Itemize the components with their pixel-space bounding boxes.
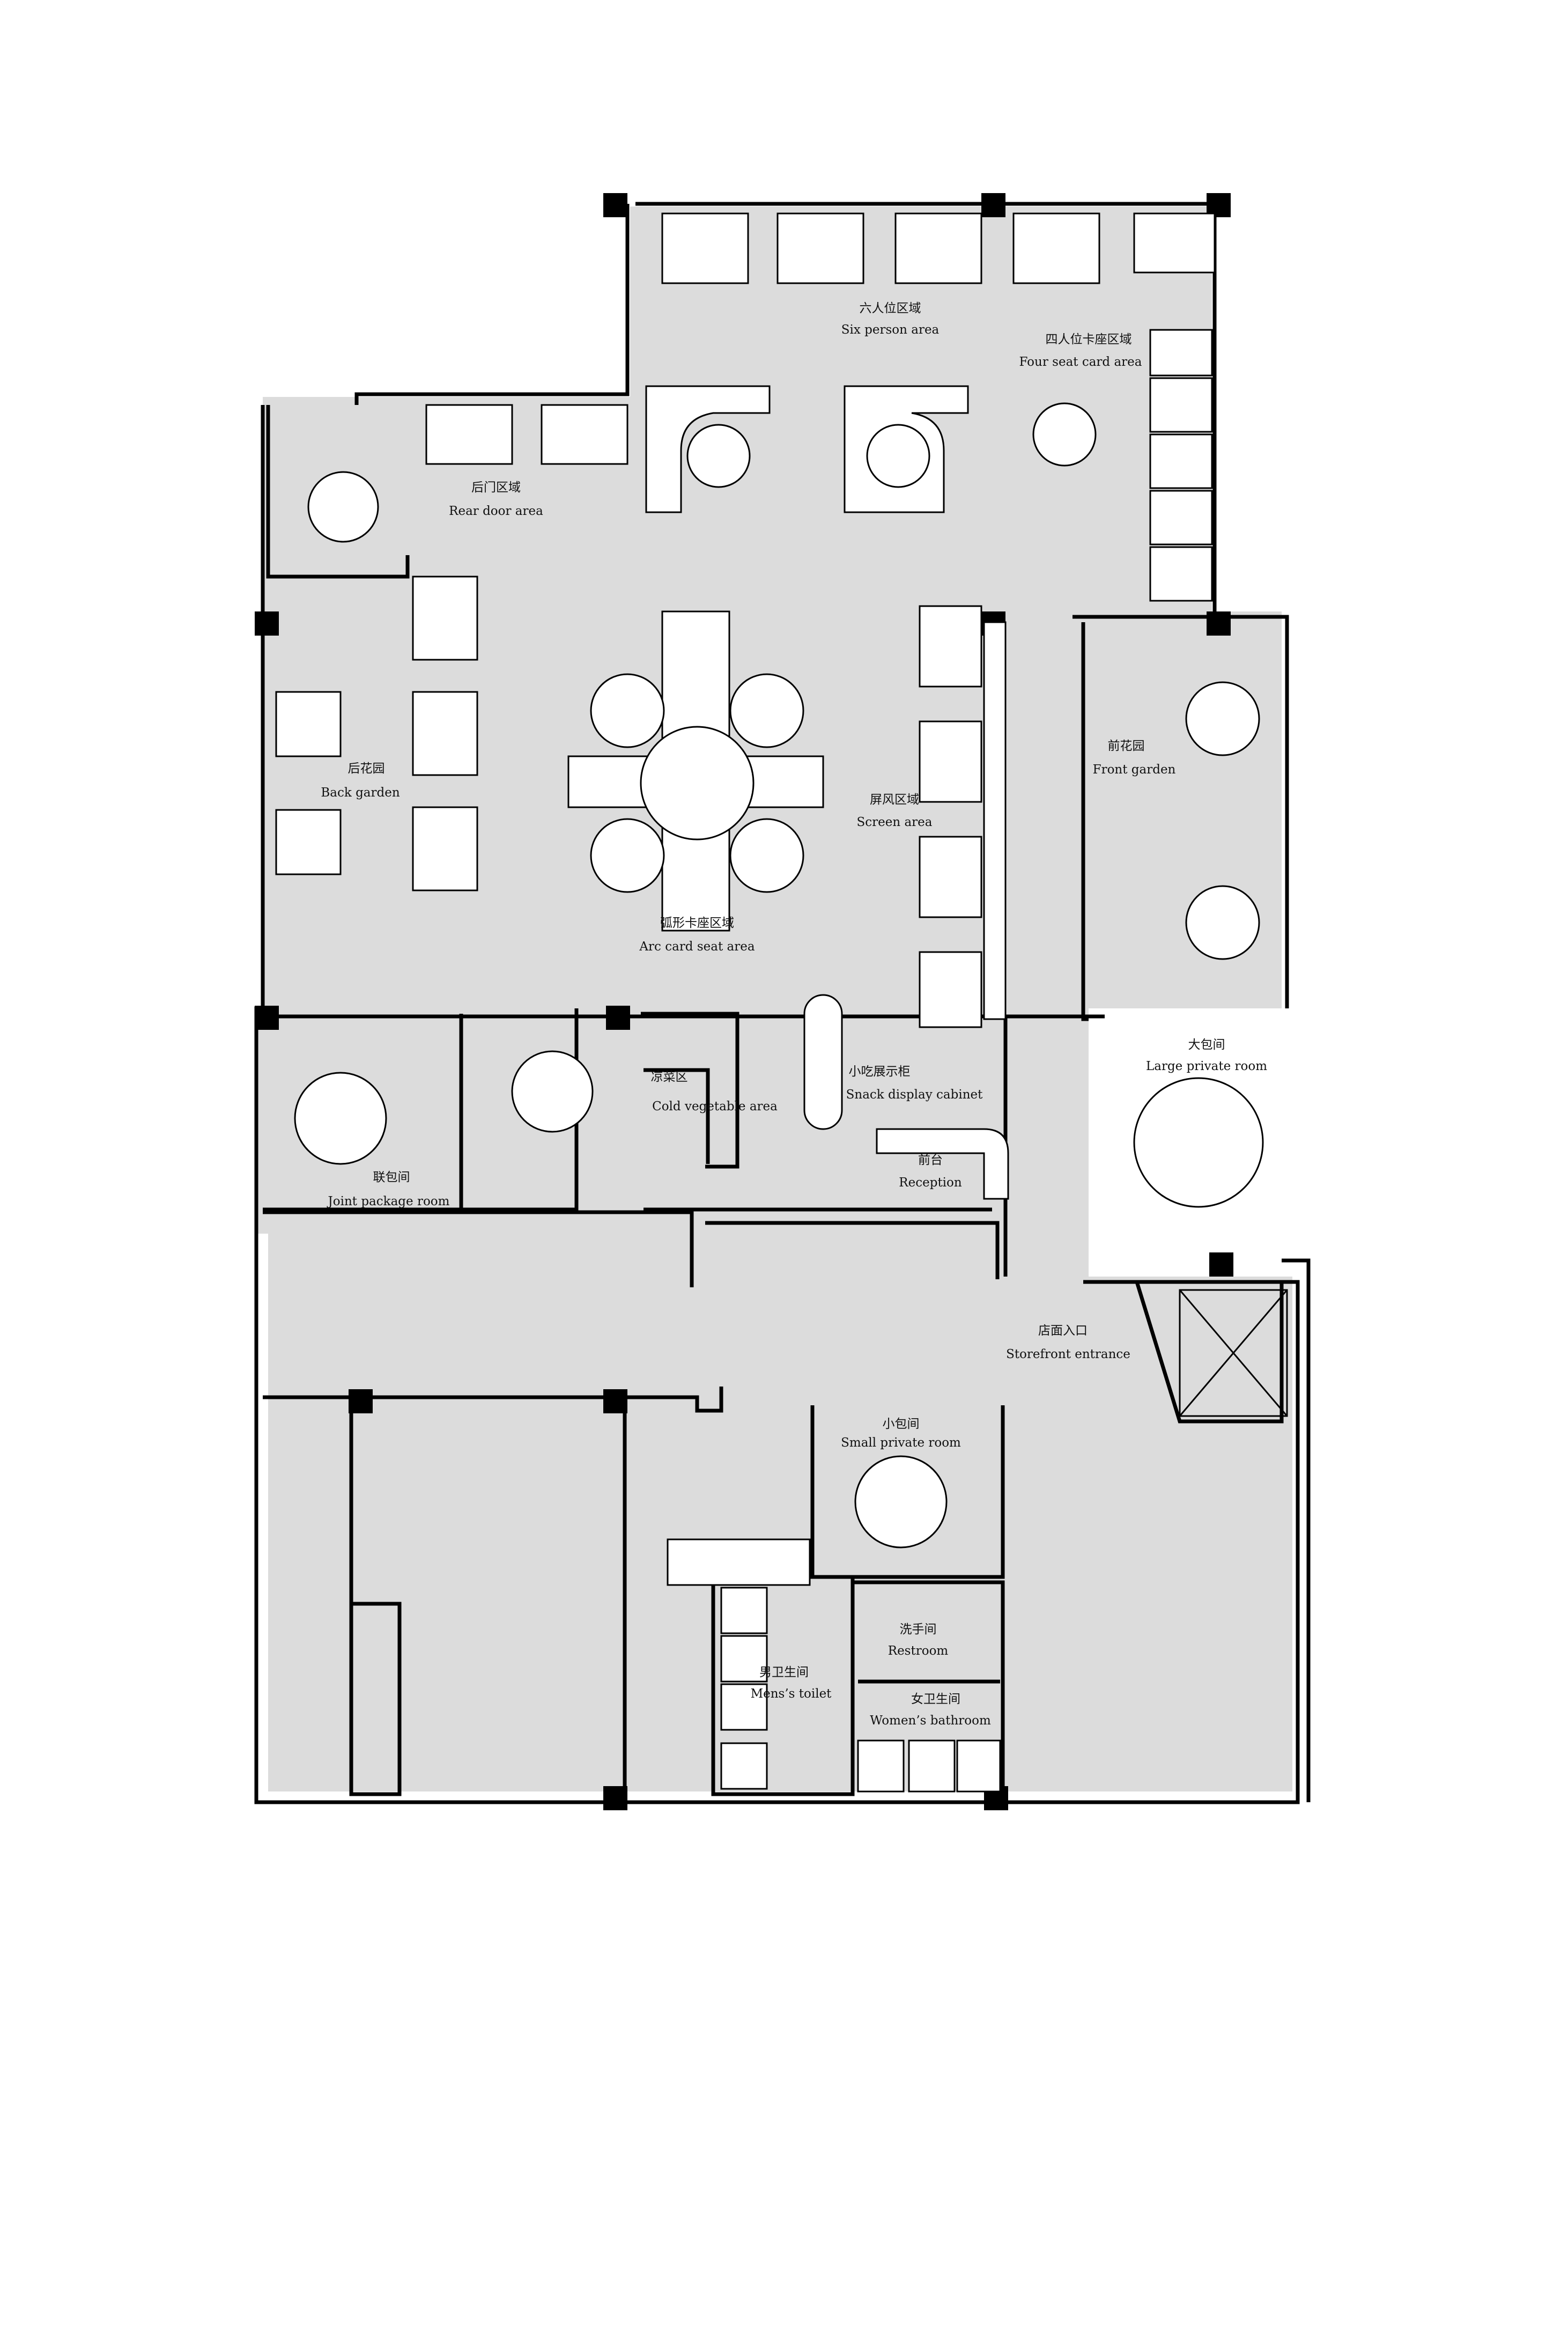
label-womens-zh: 女卫生间 <box>911 1692 960 1706</box>
label-six-person-en: Six person area <box>841 323 940 337</box>
six-person-tables <box>661 212 1216 284</box>
floor-area <box>257 207 1292 1791</box>
label-arc-card-en: Arc card seat area <box>639 940 755 954</box>
snack-cabinet <box>803 994 843 1130</box>
label-mens-en: Mens’s toilet <box>751 1687 832 1701</box>
joint-room-tables <box>294 1050 594 1165</box>
label-joint-en: Joint package room <box>327 1195 450 1208</box>
label-rear-door-en: Rear door area <box>449 504 543 518</box>
back-garden-tables <box>275 576 478 891</box>
arc-card-cluster <box>567 610 824 932</box>
label-large-private-zh: 大包间 <box>1188 1038 1225 1052</box>
label-four-seat-zh: 四人位卡座区域 <box>1046 333 1132 346</box>
label-front-garden-en: Front garden <box>1093 763 1176 777</box>
front-garden-tables <box>1185 681 1260 960</box>
rear-door-tables <box>307 404 628 543</box>
elevator-shaft <box>1179 1289 1288 1417</box>
screen-area-tables <box>919 605 1007 1028</box>
label-screen-zh: 屏风区域 <box>870 793 919 807</box>
room-labels: 六人位区域 Six person area 四人位卡座区域 Four seat … <box>321 301 1267 1728</box>
label-cold-veg-en: Cold vegetable area <box>652 1100 778 1114</box>
label-large-private-en: Large private room <box>1146 1059 1267 1073</box>
stairs <box>667 1538 811 1586</box>
label-restroom-zh: 洗手间 <box>900 1623 937 1636</box>
label-joint-zh: 联包间 <box>373 1170 410 1184</box>
mens-toilet-fixtures <box>720 1587 768 1790</box>
large-private-table <box>1133 1077 1264 1208</box>
label-arc-card-zh: 弧形卡座区域 <box>660 916 734 930</box>
outer-walls <box>254 202 1311 1804</box>
label-storefront-en: Storefront entrance <box>1006 1347 1130 1361</box>
label-rear-door-zh: 后门区域 <box>471 481 521 495</box>
columns <box>255 193 1233 1810</box>
label-small-private-zh: 小包间 <box>883 1417 920 1431</box>
reception-desk <box>876 1128 1009 1200</box>
label-snack-zh: 小吃展示柜 <box>849 1065 911 1079</box>
womens-bathroom-fixtures <box>857 1739 1001 1793</box>
label-back-garden-en: Back garden <box>321 786 400 800</box>
label-snack-en: Snack display cabinet <box>846 1088 983 1102</box>
label-reception-en: Reception <box>899 1176 962 1190</box>
small-private-table <box>854 1455 948 1549</box>
label-womens-en: Women’s bathroom <box>870 1714 991 1728</box>
label-front-garden-zh: 前花园 <box>1108 739 1145 753</box>
label-small-private-en: Small private room <box>841 1436 961 1450</box>
arc-booths <box>645 385 1097 513</box>
label-mens-zh: 男卫生间 <box>759 1665 809 1679</box>
label-screen-en: Screen area <box>856 815 932 829</box>
label-back-garden-zh: 后花园 <box>348 762 385 776</box>
label-four-seat-en: Four seat card area <box>1019 355 1142 369</box>
label-six-person-zh: 六人位区域 <box>860 301 921 315</box>
label-reception-zh: 前台 <box>918 1153 943 1167</box>
label-cold-veg-zh: 凉菜区 <box>651 1070 688 1084</box>
label-restroom-en: Restroom <box>888 1644 949 1658</box>
four-seat-booths <box>1149 329 1213 602</box>
label-storefront-zh: 店面入口 <box>1038 1324 1088 1338</box>
